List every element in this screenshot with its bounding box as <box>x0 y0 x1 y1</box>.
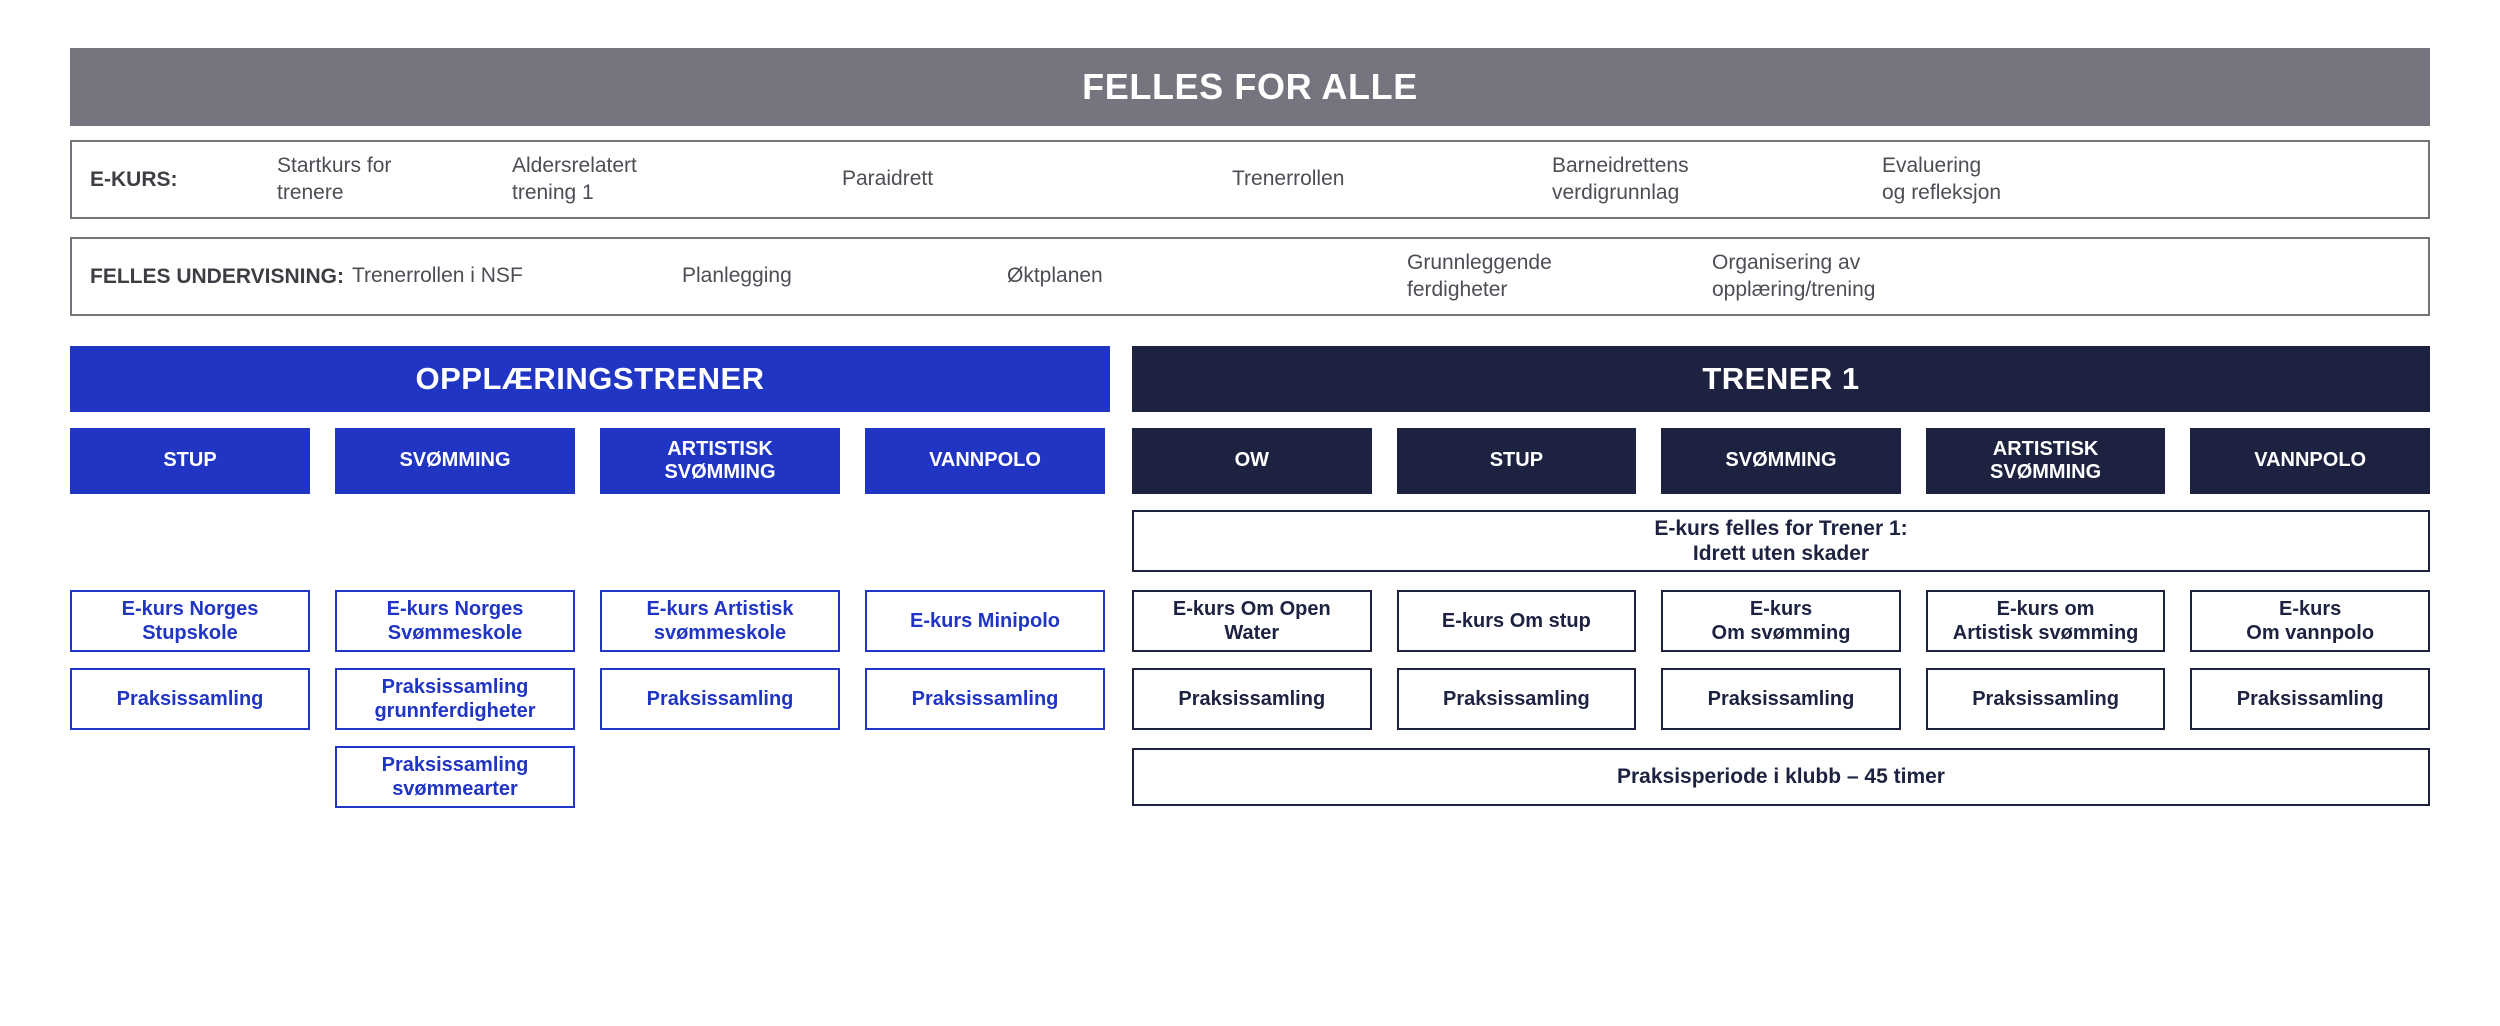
discipline-chip-vannpolo-t1[interactable]: VANNPOLO <box>2190 428 2430 494</box>
undervisning-item-planlegging: Planlegging <box>682 264 792 288</box>
discipline-chip-stup-t1[interactable]: STUP <box>1396 428 1637 494</box>
tracks-container: OPPLÆRINGSTRENER STUP SVØMMING ARTISTISK… <box>70 346 2430 808</box>
praksis-box-vannpolo[interactable]: Praksissamling <box>865 668 1105 730</box>
undervisning-item-trenerrollen-nsf: Trenerrollen i NSF <box>352 264 523 288</box>
ekurs-item-barneidrettens: Barneidrettens verdigrunnlag <box>1552 153 1689 204</box>
praksis-box-grunnferdigheter[interactable]: Praksissamling grunnferdigheter <box>335 668 575 730</box>
trener-education-overview: FELLES FOR ALLE E-KURS: Startkurs for tr… <box>0 48 2500 1026</box>
ekurs-row-label: E-KURS: <box>90 167 178 191</box>
discipline-chip-svomming-t1[interactable]: SVØMMING <box>1661 428 1901 494</box>
praksis-box-svomming-t1[interactable]: Praksissamling <box>1661 668 1901 730</box>
trener1-common-ekurs-banner[interactable]: E-kurs felles for Trener 1: Idrett uten … <box>1132 510 2430 572</box>
ekurs-box-minipolo[interactable]: E-kurs Minipolo <box>865 590 1105 652</box>
discipline-chip-svomming[interactable]: SVØMMING <box>335 428 575 494</box>
discipline-chip-artistisk-svomming[interactable]: ARTISTISK SVØMMING <box>600 428 840 494</box>
praksis-box-stup[interactable]: Praksissamling <box>70 668 310 730</box>
track-opplaeringstrener: OPPLÆRINGSTRENER STUP SVØMMING ARTISTISK… <box>70 346 1110 808</box>
trener1-discipline-row: OW STUP SVØMMING ARTISTISK SVØMMING VANN… <box>1132 428 2430 494</box>
felles-undervisning-label: FELLES UNDERVISNING: <box>90 264 344 288</box>
trener1-praksis-row: Praksissamling Praksissamling Praksissam… <box>1132 668 2430 730</box>
ekurs-box-norges-svommeskole[interactable]: E-kurs Norges Svømmeskole <box>335 590 575 652</box>
discipline-chip-stup[interactable]: STUP <box>70 428 310 494</box>
undervisning-item-grunnleggende: Grunnleggende ferdigheter <box>1407 250 1552 301</box>
ekurs-box-om-vannpolo[interactable]: E-kurs Om vannpolo <box>2190 590 2430 652</box>
discipline-chip-ow[interactable]: OW <box>1132 428 1372 494</box>
praksis-box-ow[interactable]: Praksissamling <box>1132 668 1372 730</box>
felles-for-alle-banner: FELLES FOR ALLE <box>70 48 2430 126</box>
ekurs-row: E-KURS: Startkurs for trenere Aldersrela… <box>70 140 2430 219</box>
track-opplaeringstrener-header: OPPLÆRINGSTRENER <box>70 346 1110 412</box>
ekurs-box-om-svomming[interactable]: E-kurs Om svømming <box>1661 590 1901 652</box>
ekurs-item-trenerrollen: Trenerrollen <box>1232 167 1345 191</box>
undervisning-item-oktplanen: Øktplanen <box>1007 264 1103 288</box>
ekurs-item-evaluering: Evaluering og refleksjon <box>1882 153 2002 204</box>
praksis-box-stup-t1[interactable]: Praksissamling <box>1396 668 1637 730</box>
ekurs-box-om-open-water[interactable]: E-kurs Om Open Water <box>1132 590 1372 652</box>
ekurs-item-startkurs: Startkurs for trenere <box>277 153 392 204</box>
opplaeringstrener-praksis-row: Praksissamling Praksissamling grunnferdi… <box>70 668 1110 730</box>
ekurs-box-norges-stupskole[interactable]: E-kurs Norges Stupskole <box>70 590 310 652</box>
track-trener-1-header: TRENER 1 <box>1132 346 2430 412</box>
praksis-box-svommearter[interactable]: Praksissamling svømmearter <box>335 746 575 808</box>
discipline-chip-vannpolo[interactable]: VANNPOLO <box>865 428 1105 494</box>
ekurs-box-artistisk-svommeskole[interactable]: E-kurs Artistisk svømmeskole <box>600 590 840 652</box>
ekurs-item-paraidrett: Paraidrett <box>842 167 934 191</box>
felles-for-alle-title: FELLES FOR ALLE <box>1082 66 1418 107</box>
trener1-ekurs-row: E-kurs Om Open Water E-kurs Om stup E-ku… <box>1132 590 2430 652</box>
ekurs-box-om-artistisk-svomming[interactable]: E-kurs om Artistisk svømming <box>1925 590 2166 652</box>
trener1-praksisperiode-banner[interactable]: Praksisperiode i klubb – 45 timer <box>1132 748 2430 806</box>
undervisning-item-organisering: Organisering av opplæring/trening <box>1712 250 1876 301</box>
discipline-chip-artistisk-svomming-t1[interactable]: ARTISTISK SVØMMING <box>1925 428 2166 494</box>
praksis-box-vannpolo-t1[interactable]: Praksissamling <box>2190 668 2430 730</box>
ekurs-item-aldersrelatert: Aldersrelatert trening 1 <box>512 153 637 204</box>
opplaeringstrener-praksis-extra-row: Praksissamling svømmearter <box>335 746 1110 808</box>
praksis-box-artistisk-t1[interactable]: Praksissamling <box>1925 668 2166 730</box>
ekurs-box-om-stup[interactable]: E-kurs Om stup <box>1396 590 1637 652</box>
track-trener-1: TRENER 1 OW STUP SVØMMING ARTISTISK SVØM… <box>1132 346 2430 808</box>
opplaeringstrener-discipline-row: STUP SVØMMING ARTISTISK SVØMMING VANNPOL… <box>70 428 1110 494</box>
felles-undervisning-row: FELLES UNDERVISNING: Trenerrollen i NSF … <box>70 237 2430 316</box>
praksis-box-artistisk[interactable]: Praksissamling <box>600 668 840 730</box>
opplaeringstrener-ekurs-row: E-kurs Norges Stupskole E-kurs Norges Sv… <box>70 590 1110 652</box>
